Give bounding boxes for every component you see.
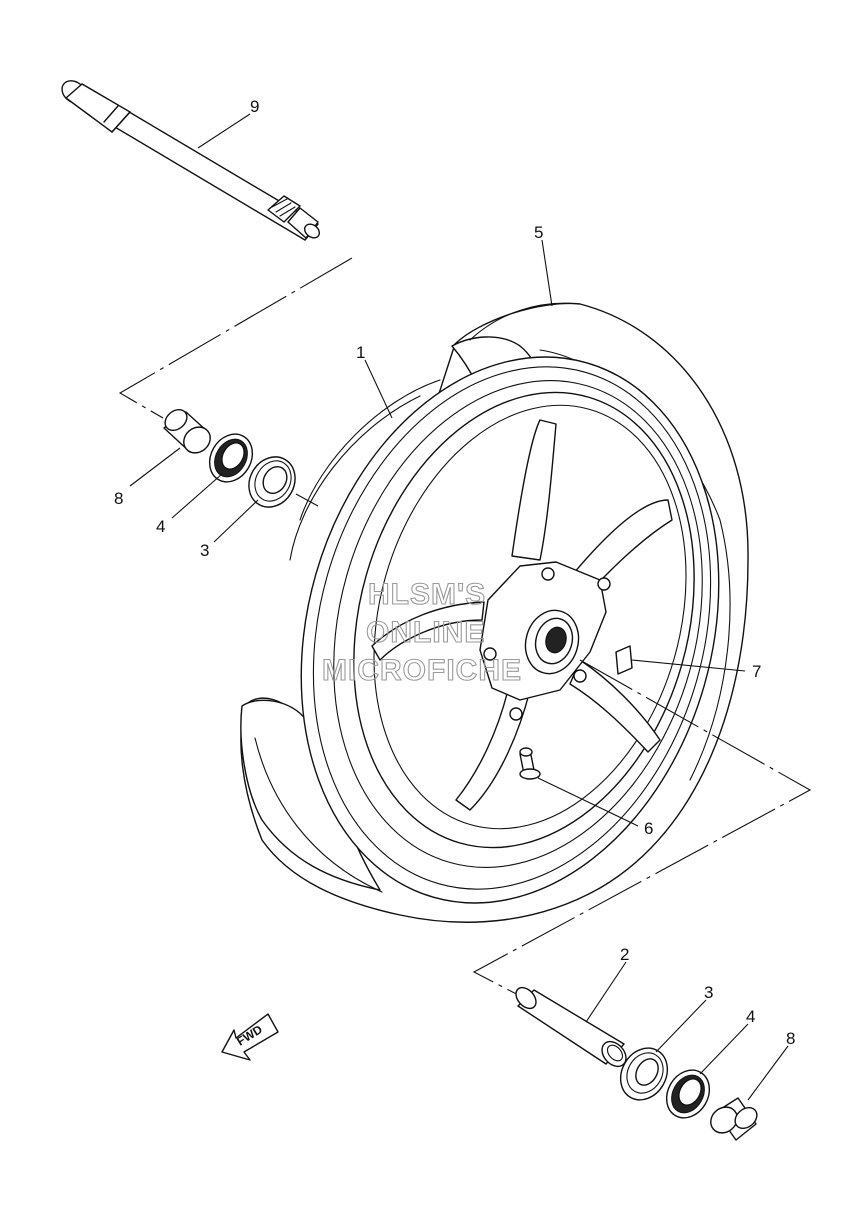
assembly-line-axle xyxy=(118,257,353,419)
watermark-line-2: ONLINE xyxy=(366,616,485,649)
right-collar xyxy=(710,1097,758,1141)
assembly-line-hub xyxy=(472,659,812,999)
left-oil-seal xyxy=(208,433,254,483)
left-collar xyxy=(163,408,211,454)
callout-5: 5 xyxy=(534,223,543,242)
right-bearing xyxy=(619,1047,669,1101)
balance-weight xyxy=(615,645,633,675)
left-bearing xyxy=(248,456,296,508)
callout-8-left: 8 xyxy=(114,489,123,508)
wheel-spacer xyxy=(515,986,627,1068)
callout-7: 7 xyxy=(752,662,761,681)
right-oil-seal xyxy=(665,1069,711,1119)
callout-4-left: 4 xyxy=(156,517,165,536)
watermark-line-1: HLSM'S xyxy=(368,578,486,611)
front-wheel-axle xyxy=(61,80,321,241)
callout-3-left: 3 xyxy=(200,541,209,560)
callout-9: 9 xyxy=(250,97,259,116)
wheel-rim xyxy=(289,356,720,904)
leader-lines xyxy=(129,113,789,1101)
forward-direction-arrow: FWD xyxy=(221,1013,279,1061)
callout-6: 6 xyxy=(644,819,653,838)
callout-1: 1 xyxy=(356,343,365,362)
callout-4-right: 4 xyxy=(746,1007,755,1026)
watermark: HLSM'S ONLINE MICROFICHE xyxy=(321,577,522,687)
callout-8-right: 8 xyxy=(786,1029,795,1048)
watermark-line-3: MICROFICHE xyxy=(322,654,522,687)
tire-valve xyxy=(519,747,541,780)
callout-numbers: 9 5 1 8 4 3 7 6 2 3 4 8 xyxy=(114,97,795,1048)
callout-2: 2 xyxy=(620,945,629,964)
callout-3-right: 3 xyxy=(704,983,713,1002)
